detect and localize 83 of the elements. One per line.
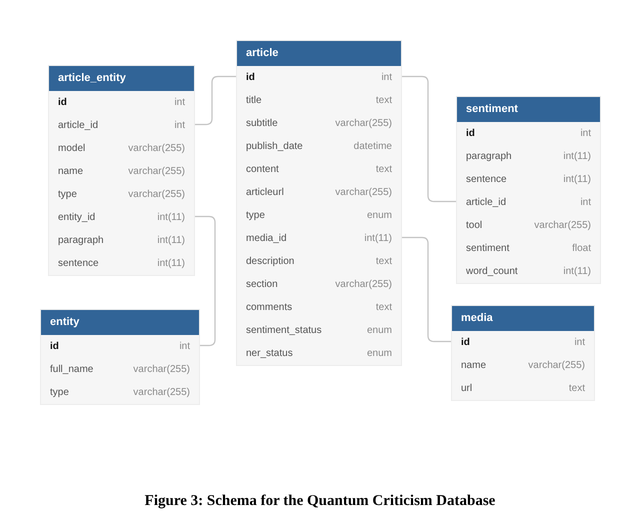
column-type: int — [574, 336, 585, 349]
column-type: varchar(255) — [128, 165, 185, 178]
column-name: id — [50, 340, 59, 353]
column-name: comments — [246, 301, 292, 314]
table-card — [236, 40, 402, 366]
table-header: article — [237, 41, 401, 66]
column-type: text — [568, 382, 585, 395]
column-type: int(11) — [563, 173, 591, 186]
column-name: id — [466, 127, 475, 140]
column-name: id — [246, 71, 255, 84]
column-type: int — [580, 196, 591, 209]
column-type: float — [572, 242, 591, 255]
column-type: varchar(255) — [534, 219, 591, 232]
column-name: type — [246, 209, 265, 222]
column-name: title — [246, 94, 262, 107]
table-header: entity — [41, 310, 199, 335]
column-name: sentence — [466, 173, 507, 186]
column-name: sentiment_status — [246, 324, 322, 337]
column-type: int — [174, 119, 185, 132]
relation-line — [195, 76, 236, 126]
table-card — [451, 305, 595, 401]
column-type: int — [174, 96, 185, 109]
relation-line — [402, 76, 456, 202]
column-name: section — [246, 278, 278, 291]
column-type: enum — [366, 209, 392, 222]
column-name: model — [58, 142, 86, 155]
column-name: publish_date — [246, 140, 303, 153]
table-header: article_entity — [49, 66, 194, 91]
column-type: int(11) — [157, 234, 185, 247]
column-name: url — [461, 382, 472, 395]
column-name: articleurl — [246, 186, 284, 199]
column-name: entity_id — [58, 211, 96, 224]
column-type: int — [580, 127, 591, 140]
column-name: word_count — [466, 265, 518, 278]
column-name: id — [58, 96, 67, 109]
column-name: sentiment — [466, 242, 510, 255]
column-name: id — [461, 336, 470, 349]
column-type: int — [381, 71, 392, 84]
table-card — [456, 96, 601, 284]
column-name: name — [461, 359, 486, 372]
column-type: int(11) — [563, 150, 591, 163]
column-type: varchar(255) — [335, 186, 392, 199]
column-name: full_name — [50, 363, 94, 376]
column-type: text — [376, 94, 392, 107]
column-name: type — [50, 386, 69, 399]
table-card — [40, 309, 200, 405]
column-type: enum — [366, 347, 392, 360]
column-name: paragraph — [466, 150, 512, 163]
table-card — [48, 65, 195, 276]
column-type: int(11) — [157, 211, 185, 224]
column-name: type — [58, 188, 77, 201]
column-name: name — [58, 165, 84, 178]
column-name: article_id — [58, 119, 98, 132]
column-type: int(11) — [157, 257, 185, 270]
column-type: varchar(255) — [128, 142, 185, 155]
column-name: article_id — [466, 196, 506, 209]
column-type: varchar(255) — [133, 386, 190, 399]
column-type: enum — [366, 324, 392, 337]
column-type: datetime — [354, 140, 392, 153]
column-name: paragraph — [58, 234, 104, 247]
column-name: content — [246, 163, 279, 176]
figure-caption: Figure 3: Schema for the Quantum Criticism Database — [144, 493, 496, 510]
column-name: media_id — [246, 232, 287, 245]
column-type: int(11) — [563, 265, 591, 278]
table-header: sentiment — [457, 97, 600, 122]
column-name: ner_status — [246, 347, 293, 360]
column-type: varchar(255) — [335, 117, 392, 130]
column-type: varchar(255) — [335, 278, 392, 291]
column-type: varchar(255) — [133, 363, 190, 376]
relation-line — [195, 216, 216, 346]
column-name: subtitle — [246, 117, 278, 130]
column-type: varchar(255) — [128, 188, 185, 201]
table-header: media — [452, 306, 594, 331]
column-name: description — [246, 255, 294, 268]
column-type: text — [376, 255, 392, 268]
column-type: text — [376, 163, 392, 176]
column-type: text — [376, 301, 392, 314]
column-type: int — [179, 340, 190, 353]
column-type: int(11) — [364, 232, 392, 245]
column-name: sentence — [58, 257, 99, 270]
column-type: varchar(255) — [528, 359, 585, 372]
relation-line — [402, 236, 451, 342]
column-name: tool — [466, 219, 482, 232]
